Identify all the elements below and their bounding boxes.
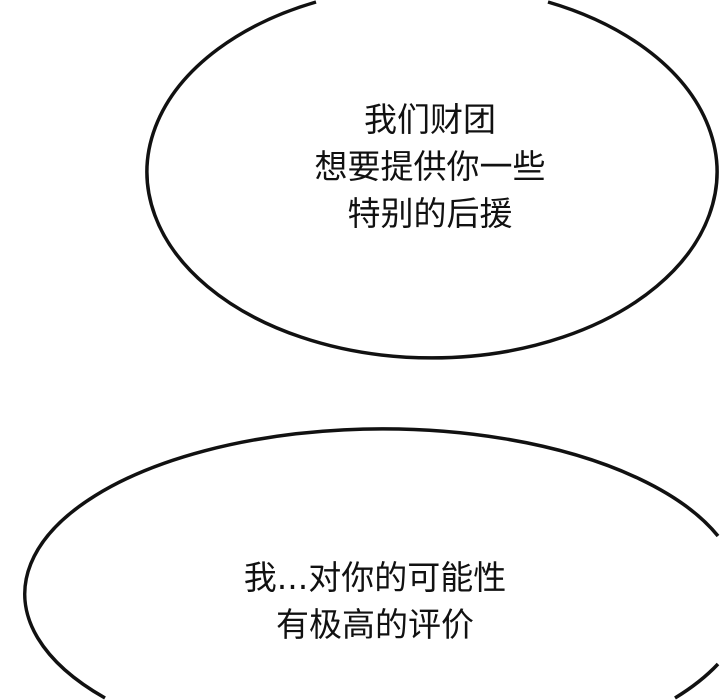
bubble-1-line: 我们财团 xyxy=(364,100,496,139)
bubble-1-text: 我们财团 想要提供你一些 特别的后援 xyxy=(230,96,630,237)
speech-bubble-1 xyxy=(145,0,719,360)
bubble-2-line: 我...对你的可能性 xyxy=(243,558,507,597)
bubble-2-line: 有极高的评价 xyxy=(276,605,474,644)
bubble-2-text: 我...对你的可能性 有极高的评价 xyxy=(175,554,575,648)
bubble-1-line: 特别的后援 xyxy=(347,194,513,233)
speech-bubble-2 xyxy=(23,427,720,700)
bubble-1-line: 想要提供你一些 xyxy=(314,147,546,186)
